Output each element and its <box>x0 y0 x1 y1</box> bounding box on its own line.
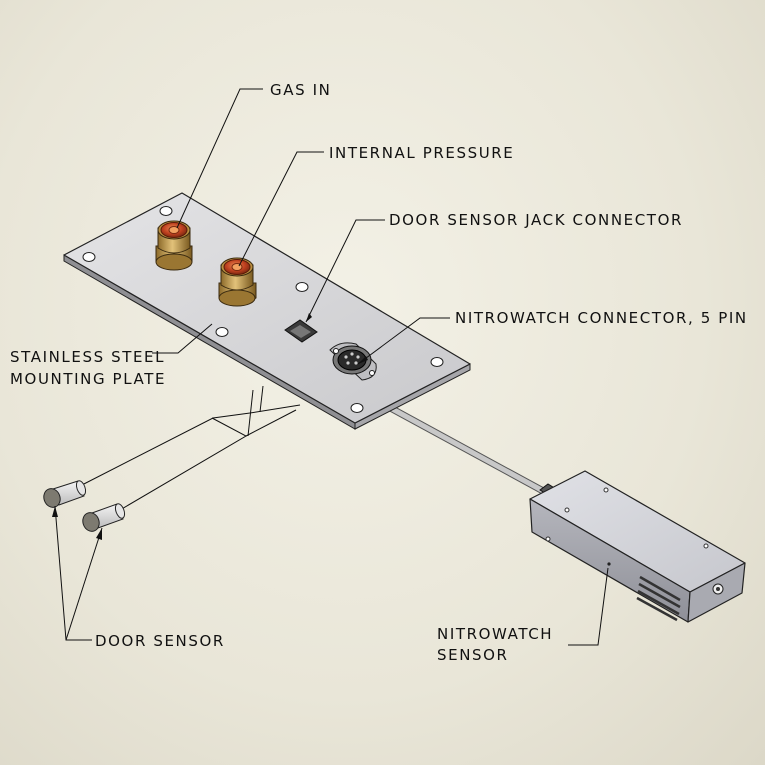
internal-pressure-fitting <box>218 257 257 307</box>
leader-lines <box>52 88 609 646</box>
label-door-sensor: DOOR SENSOR <box>95 632 225 650</box>
label-nitrowatch-sensor-line1: NITROWATCH <box>437 625 553 643</box>
nitrowatch-cable <box>383 401 547 496</box>
mounting-hole <box>82 252 96 262</box>
mounting-hole <box>295 282 309 292</box>
label-internal-pressure: INTERNAL PRESSURE <box>329 144 514 162</box>
nitrowatch-5-pin-connector <box>329 342 377 381</box>
label-nitrowatch-sensor-line2: SENSOR <box>437 646 509 664</box>
label-door-sensor-jack-connector: DOOR SENSOR JACK CONNECTOR <box>389 211 683 229</box>
mounting-hole <box>430 357 444 367</box>
mounting-hole <box>350 403 364 413</box>
door-sensor-jack-connector <box>284 319 318 343</box>
label-nitrowatch-connector: NITROWATCH CONNECTOR, 5 PIN <box>455 309 748 327</box>
label-plate-line1: STAINLESS STEEL <box>10 348 165 366</box>
mounting-hole <box>159 206 173 216</box>
door-sensor-2 <box>82 503 126 532</box>
label-plate-line2: MOUNTING PLATE <box>10 370 166 388</box>
nitrowatch-sensor-box <box>529 470 746 623</box>
sensor-vent-slots <box>636 575 681 622</box>
label-gas-in: GAS IN <box>270 81 331 99</box>
mounting-hole <box>215 327 229 337</box>
door-sensor-wires <box>76 385 301 511</box>
gas-in-fitting <box>155 220 193 271</box>
door-sensor-1 <box>43 480 87 508</box>
